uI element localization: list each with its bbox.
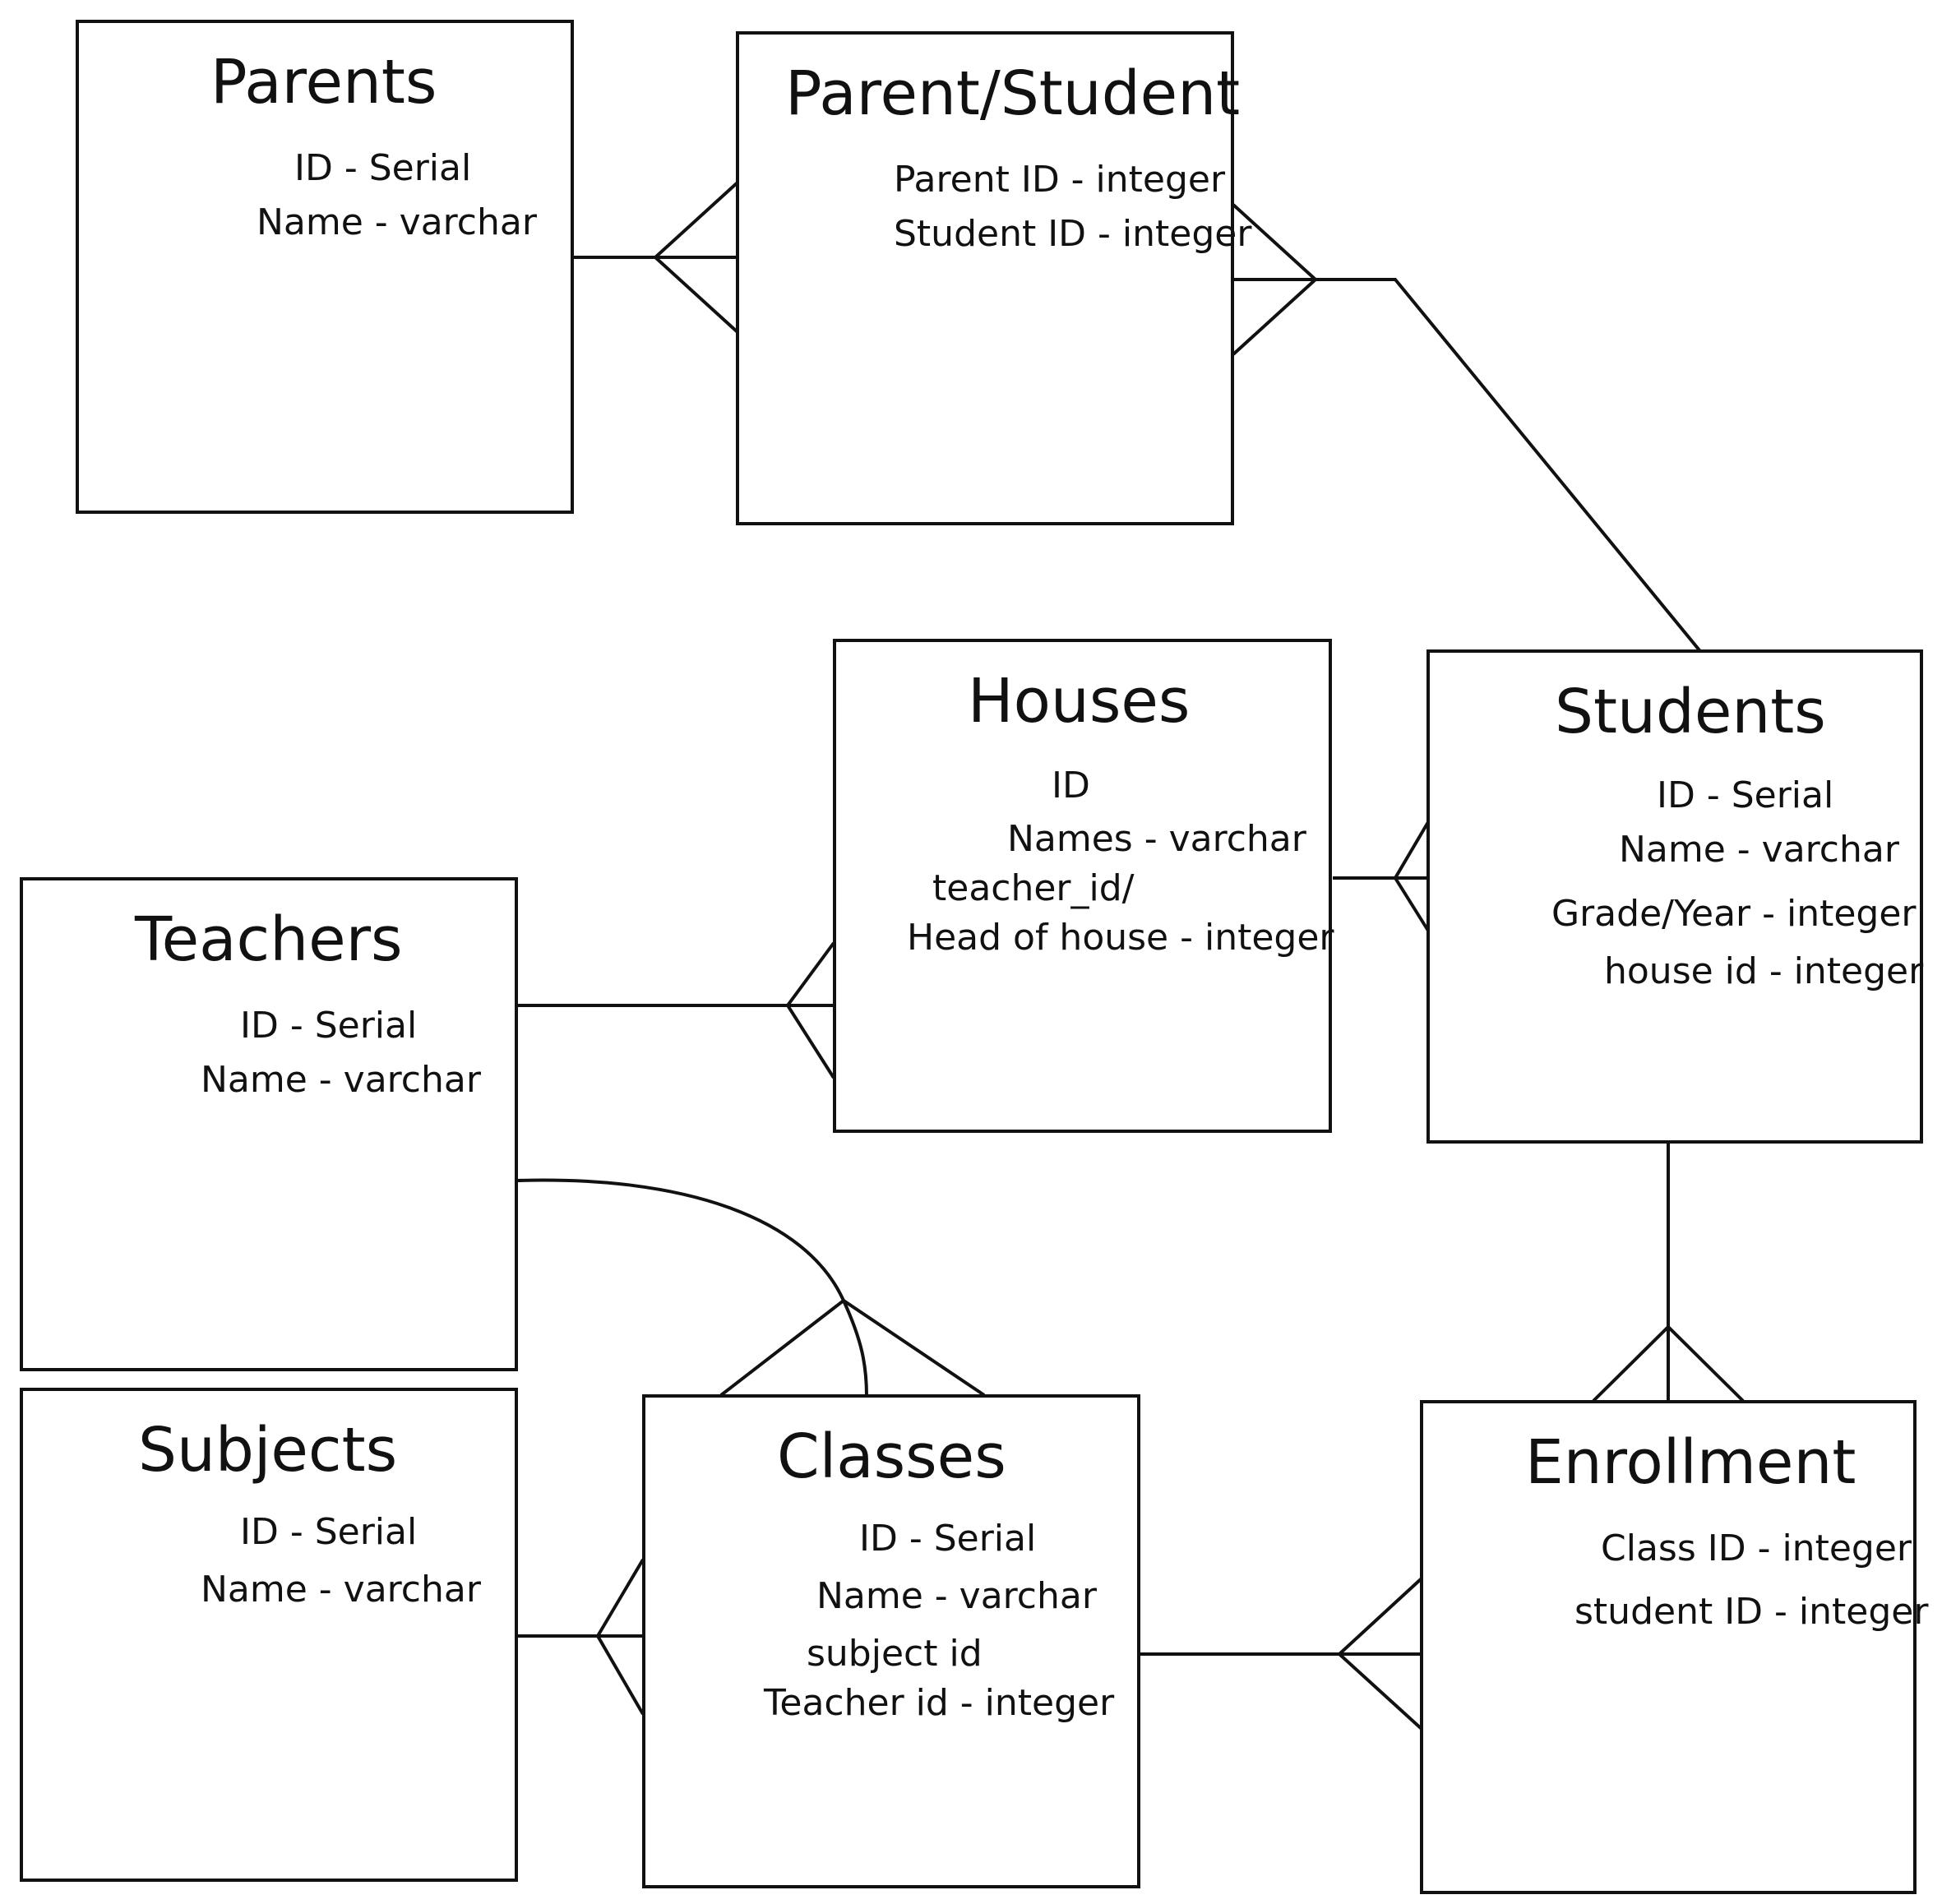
entity-students: Students ID - Serial Name - varchar Grad… (1426, 649, 1923, 1144)
field-grade-year: Grade/Year - integer (1551, 893, 1917, 935)
entity-title: Students (1555, 677, 1826, 747)
crowfoot-parentstudent-left (653, 181, 739, 334)
field-name: Name - varchar (257, 201, 537, 243)
field-house-id: house id - integer (1604, 950, 1924, 992)
field-id: ID - Serial (240, 1511, 418, 1553)
entity-title: Subjects (138, 1415, 398, 1486)
field-id: ID (1052, 765, 1090, 806)
entity-title: Enrollment (1525, 1427, 1856, 1498)
field-head-of-house: Head of house - integer (907, 917, 1334, 959)
field-teacher-id: Teacher id - integer (764, 1682, 1115, 1724)
crowfoot-enrollment-left (1337, 1577, 1423, 1731)
field-name: Name - varchar (1619, 829, 1899, 871)
entity-parents: Parents ID - Serial Name - varchar (76, 20, 574, 514)
rel-parentstudent-students (1233, 278, 1701, 652)
field-id: ID - Serial (294, 147, 472, 189)
field-name: Name - varchar (201, 1059, 481, 1101)
field-parent-id: Parent ID - integer (894, 159, 1226, 201)
entity-teachers: Teachers ID - Serial Name - varchar (20, 877, 518, 1371)
field-id: ID - Serial (240, 1005, 418, 1047)
field-names: Names - varchar (1007, 818, 1306, 860)
crowfoot-houses-left (785, 941, 835, 1079)
field-name: Name - varchar (816, 1575, 1097, 1617)
field-id: ID - Serial (859, 1518, 1037, 1560)
entity-subjects: Subjects ID - Serial Name - varchar (20, 1388, 518, 1882)
crowfoot-parentstudent-right (1232, 203, 1318, 356)
crowfoot-classes-left (595, 1558, 645, 1716)
field-teacher-id: teacher_id/ (932, 867, 1135, 909)
crowfoot-classes-top (719, 1298, 986, 1397)
entity-title: Classes (777, 1421, 1006, 1492)
entity-classes: Classes ID - Serial Name - varchar subje… (642, 1394, 1140, 1888)
entity-title: Parent/Student (785, 58, 1241, 129)
entity-houses: Houses ID Names - varchar teacher_id/ He… (833, 639, 1334, 1133)
field-student-id: student ID - integer (1574, 1591, 1929, 1633)
crowfoot-enrollment-top (1592, 1324, 1745, 1403)
entity-title: Parents (210, 47, 437, 118)
entity-title: Houses (968, 666, 1191, 737)
entity-parent-student: Parent/Student Parent ID - integer Stude… (736, 31, 1251, 525)
field-name: Name - varchar (201, 1569, 481, 1611)
field-subject-id: subject id (807, 1633, 983, 1675)
entity-enrollment: Enrollment Class ID - integer student ID… (1420, 1400, 1928, 1894)
rel-teachers-classes (516, 1178, 868, 1397)
field-student-id: Student ID - integer (894, 213, 1252, 255)
entity-title: Teachers (135, 904, 403, 975)
field-id: ID - Serial (1657, 774, 1834, 816)
field-class-id: Class ID - integer (1601, 1527, 1912, 1569)
crowfoot-students-left (1393, 820, 1430, 932)
